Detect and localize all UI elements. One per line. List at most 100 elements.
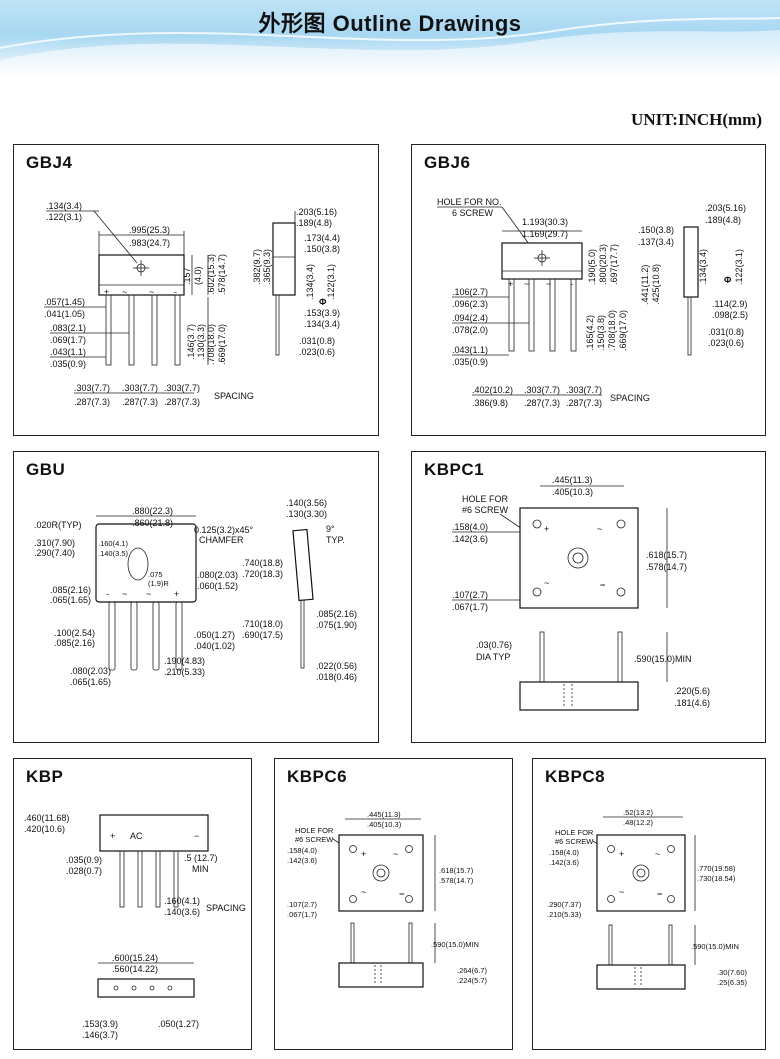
dim-label: .303(7.7) <box>122 383 158 393</box>
ac-label: AC <box>130 831 143 841</box>
dim-label: .134(3.4) <box>698 249 708 285</box>
dim-label: (1.9)R <box>148 579 169 588</box>
hole-label: HOLE FOR <box>295 826 334 835</box>
dim-label: .158(4.0) <box>287 846 318 855</box>
hole-label: #6 SCREW <box>295 835 334 844</box>
dim-label: .080(2.03) <box>197 570 238 580</box>
page-title: 外形图 Outline Drawings <box>258 11 522 36</box>
dim-label: .134(3.4) <box>305 264 315 300</box>
dim-label: .30(7.60) <box>717 968 748 977</box>
dim-label: .134(3.4) <box>304 319 340 329</box>
dim-label: .460(11.68) <box>24 813 69 823</box>
gbj4-body <box>98 254 185 296</box>
dim-label: .157 <box>182 267 192 285</box>
dim-label: .386(9.8) <box>472 398 508 408</box>
dim-label: .035(0.9) <box>66 855 102 865</box>
dim-label: .590(15.0)MIN <box>431 940 479 949</box>
dim-label: .028(0.7) <box>66 866 102 876</box>
dim-label: .146(3.7) <box>186 324 196 360</box>
panel-kbpc8: KBPC8 .52(13.2) .48(12.2) HOLE FOR #6 SC… <box>532 758 766 1050</box>
panel-title: KBPC8 <box>545 767 606 786</box>
dim-label: .140(3.56) <box>286 498 327 508</box>
hole-label: HOLE FOR <box>462 494 509 504</box>
dim-label: .669(17.0) <box>217 324 227 365</box>
dim-label: .287(7.3) <box>164 397 200 407</box>
dim-label: .181(4.6) <box>674 698 710 708</box>
dim-label: .094(2.4) <box>452 313 488 323</box>
hole-label: #6 SCREW <box>555 837 594 846</box>
dim-label: .690(17.5) <box>242 630 283 640</box>
dim-label: .130(3.3) <box>196 324 206 360</box>
dim-label: .290(7.37) <box>547 900 582 909</box>
kbpc1-drawing: .445(11.3) .405(10.3) HOLE FOR #6 SCREW … <box>452 475 710 711</box>
dim-label: .150(3.8) <box>638 225 674 235</box>
svg-text:−: − <box>194 831 199 841</box>
dim-label: .065(1.65) <box>70 677 111 687</box>
header-banner: 外形图 Outline Drawings <box>0 0 780 78</box>
dim-label: .142(3.6) <box>287 856 318 865</box>
dim-label: .880(22.3) <box>132 506 173 516</box>
svg-text:~: ~ <box>524 279 529 289</box>
dim-label: .080(2.03) <box>70 666 111 676</box>
dim-label: .043(1.1) <box>50 347 86 357</box>
gbu-body <box>95 523 197 603</box>
dim-label: .096(2.3) <box>452 299 488 309</box>
dim-label: .5 (12.7) <box>184 853 218 863</box>
dim-label: .140(3.6) <box>164 907 200 917</box>
dim-label: .382(9.7) <box>252 249 262 285</box>
banner-wave-graphic <box>0 17 780 78</box>
dim-label: MIN <box>192 864 209 874</box>
dim-label: .065(1.65) <box>50 595 91 605</box>
dim-label: .085(2.16) <box>54 638 95 648</box>
dim-label: .405(10.3) <box>552 487 593 497</box>
svg-text:~: ~ <box>546 279 551 289</box>
panel-gbu: GBU -~~+ .880(22.3) .860(21.8) .020R(TYP… <box>13 451 379 743</box>
spacing-label: SPACING <box>610 393 650 403</box>
dim-label: .287(7.3) <box>74 397 110 407</box>
kbpc6-body <box>338 834 424 912</box>
dim-label: .142(3.6) <box>549 858 580 867</box>
dim-label: .057(1.45) <box>44 297 85 307</box>
dim-label: .210(5.33) <box>547 910 582 919</box>
dim-label: .107(2.7) <box>287 900 318 909</box>
hole-label: HOLE FOR <box>555 828 594 837</box>
svg-text:Φ: Φ <box>724 275 732 285</box>
dim-label: .067(1.7) <box>287 910 318 919</box>
dim-label: .445(11.3) <box>367 810 401 819</box>
gbj6-body <box>501 242 583 280</box>
dim-label: .040(1.02) <box>194 641 235 651</box>
spacing-label: SPACING <box>214 391 254 401</box>
panel-kbpc1: KBPC1 .445(11.3) .405(10.3) HOLE FOR #6 … <box>411 451 766 743</box>
dim-label: .158(4.0) <box>549 848 580 857</box>
panel-gbj6: GBJ6 HOLE FOR NO. 6 SCREW +~~- 1.193(30.… <box>411 144 766 436</box>
dim-label: .578(14.7) <box>646 562 687 572</box>
svg-text:+: + <box>361 849 366 859</box>
dim-label: .078(2.0) <box>452 325 488 335</box>
svg-text:~: ~ <box>122 589 127 599</box>
dim-label: CHAMFER <box>199 535 244 545</box>
panel-title: KBPC6 <box>287 767 348 786</box>
dim-label: .310(7.90) <box>34 538 75 548</box>
dim-label: .860(21.8) <box>132 518 173 528</box>
kbp-drawing: + AC − .460(11.68) .420(10.6) .035(0.9) … <box>24 813 246 1040</box>
dim-label: .264(6.7) <box>457 966 488 975</box>
panel-kbpc6: KBPC6 .445(11.3) .405(10.3) HOLE FOR #6 … <box>274 758 513 1050</box>
dim-label: .303(7.7) <box>566 385 602 395</box>
dim-label: TYP. <box>326 535 345 545</box>
dim-label: .48(12.2) <box>623 818 654 827</box>
dim-label: 1.193(30.3) <box>522 217 568 227</box>
dim-label: .018(0.46) <box>316 672 357 682</box>
dim-label: .425(10.8) <box>651 264 661 305</box>
dim-label: .720(18.3) <box>242 569 283 579</box>
dim-label: .210(5.33) <box>164 667 205 677</box>
dim-label: .173(4.4) <box>304 233 340 243</box>
dim-label: .067(1.7) <box>452 602 488 612</box>
kbpc6-drawing: .445(11.3) .405(10.3) HOLE FOR #6 SCREW … <box>287 810 488 988</box>
spacing-label: SPACING <box>206 903 246 913</box>
dim-label: .122(3.1) <box>46 212 82 222</box>
dim-label: .52(13.2) <box>623 808 654 817</box>
dim-label: .035(0.9) <box>50 359 86 369</box>
dim-label: 9° <box>326 524 335 534</box>
dim-label: .043(1.1) <box>452 345 488 355</box>
dim-label: .137(3.4) <box>638 237 674 247</box>
